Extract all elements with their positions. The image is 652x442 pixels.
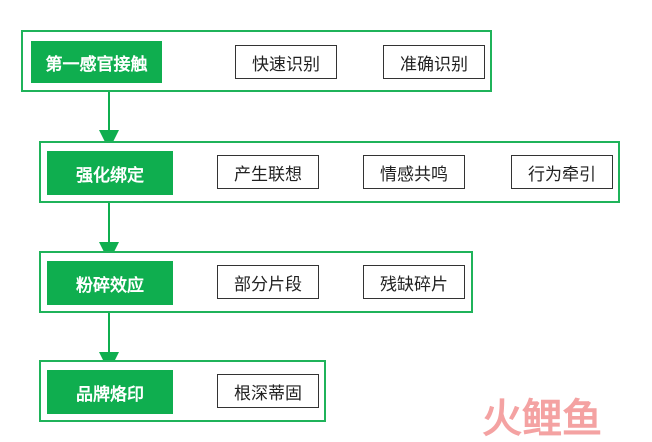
watermark-logo: 火鲤鱼 xyxy=(482,396,602,440)
stage-4-title: 品牌烙印 xyxy=(47,370,173,414)
stage-4-tag-1: 根深蒂固 xyxy=(217,374,319,408)
stage-2-title: 强化绑定 xyxy=(47,151,173,195)
stage-3-box: 粉碎效应 部分片段 残缺碎片 xyxy=(39,251,473,313)
stage-2-tag-1: 产生联想 xyxy=(217,155,319,189)
stage-1-tag-2: 准确识别 xyxy=(383,45,485,79)
stage-3-tag-1: 部分片段 xyxy=(217,265,319,299)
stage-4-box: 品牌烙印 根深蒂固 xyxy=(39,360,326,422)
watermark-text: 火鲤鱼 xyxy=(482,396,602,440)
stage-1-tag-1: 快速识别 xyxy=(235,45,337,79)
stage-3-title: 粉碎效应 xyxy=(47,261,173,305)
stage-1-box: 第一感官接触 快速识别 准确识别 xyxy=(21,30,492,92)
stage-2-tag-2: 情感共鸣 xyxy=(363,155,465,189)
stage-2-tag-3: 行为牵引 xyxy=(511,155,613,189)
stage-1-title: 第一感官接触 xyxy=(31,41,162,83)
stage-2-box: 强化绑定 产生联想 情感共鸣 行为牵引 xyxy=(39,141,620,203)
stage-3-tag-2: 残缺碎片 xyxy=(363,265,465,299)
